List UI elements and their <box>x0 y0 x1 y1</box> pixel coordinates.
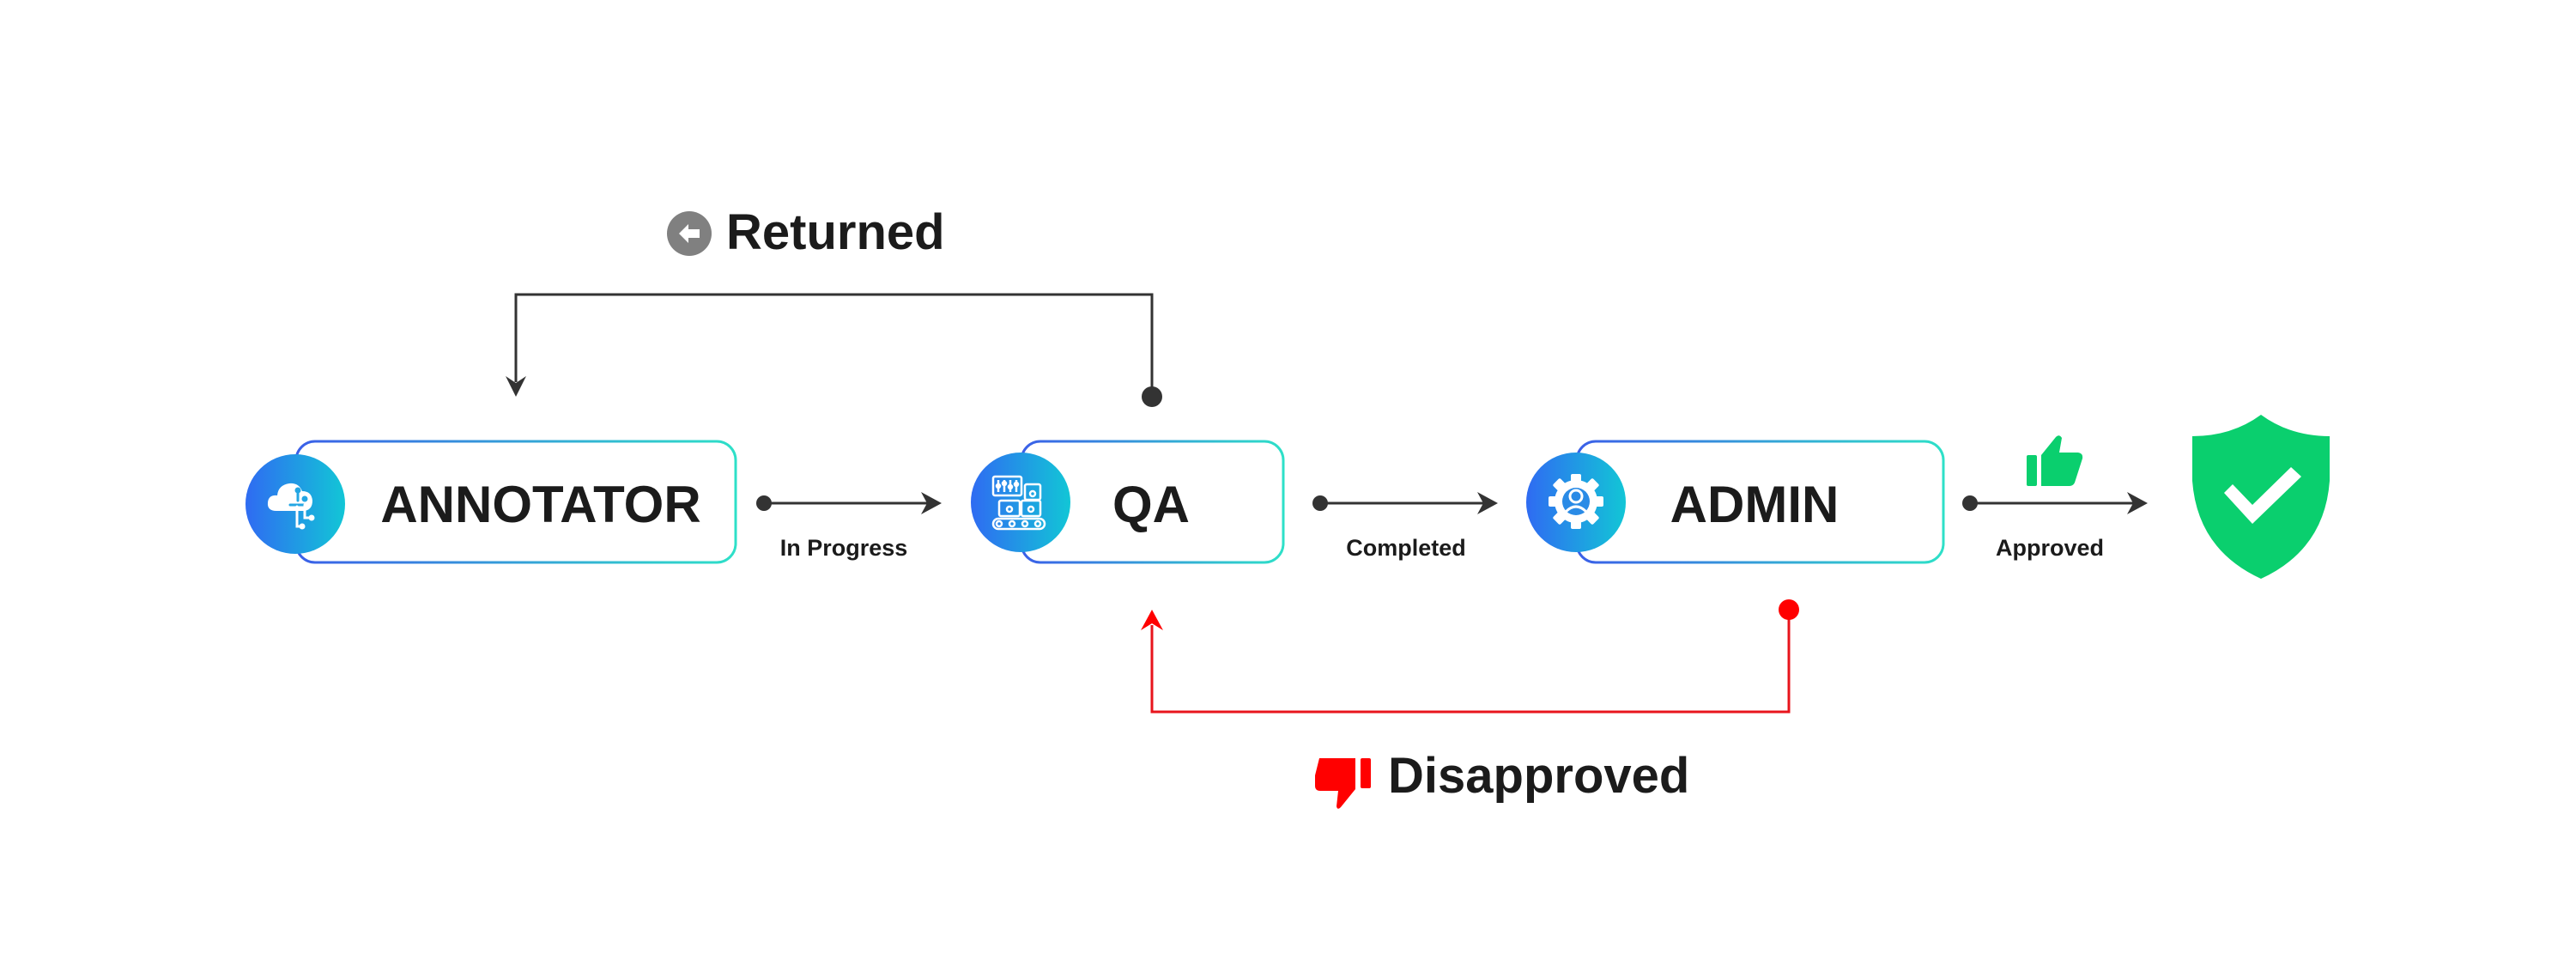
shield-check-icon <box>2192 415 2330 579</box>
gear-user-icon <box>1549 474 1603 529</box>
disapproved-start-dot <box>1779 599 1799 620</box>
returned-loop: Returned <box>506 204 1162 407</box>
edge-start-dot <box>1312 495 1328 511</box>
edge-completed: Completed <box>1312 492 1498 561</box>
node-annotator[interactable]: ANNOTATOR <box>245 440 737 564</box>
edge-in-progress: In Progress <box>756 492 942 561</box>
disapproved-loop: Disapproved <box>1141 599 1799 809</box>
node-qa[interactable]: QA <box>971 440 1285 564</box>
in-progress-label: In Progress <box>780 535 908 561</box>
edge-approved: Approved <box>1962 435 2148 561</box>
edge-start-dot <box>756 495 772 511</box>
qa-label: QA <box>1112 476 1190 533</box>
returned-start-dot <box>1142 386 1162 407</box>
completed-label: Completed <box>1346 535 1466 561</box>
disapproved-connector <box>1150 610 1791 714</box>
returned-arrowhead <box>506 376 526 397</box>
edge-arrowhead <box>1477 492 1498 514</box>
thumbs-up-icon <box>2027 435 2083 486</box>
arrow-left-circle-icon <box>667 211 712 256</box>
conveyor-inspection-icon <box>991 475 1046 531</box>
edge-arrowhead <box>2127 492 2148 514</box>
returned-label: Returned <box>726 204 945 260</box>
cloud-network-icon <box>267 483 315 530</box>
admin-label: ADMIN <box>1670 476 1840 533</box>
edge-arrowhead <box>921 492 942 514</box>
disapproved-arrowhead <box>1141 610 1163 630</box>
edge-start-dot <box>1962 495 1978 511</box>
returned-connector <box>514 293 1154 397</box>
node-admin[interactable]: ADMIN <box>1526 440 1945 564</box>
annotator-label: ANNOTATOR <box>380 476 700 533</box>
approved-label: Approved <box>1996 535 2104 561</box>
thumbs-down-icon <box>1315 758 1371 809</box>
disapproved-label: Disapproved <box>1388 748 1689 804</box>
